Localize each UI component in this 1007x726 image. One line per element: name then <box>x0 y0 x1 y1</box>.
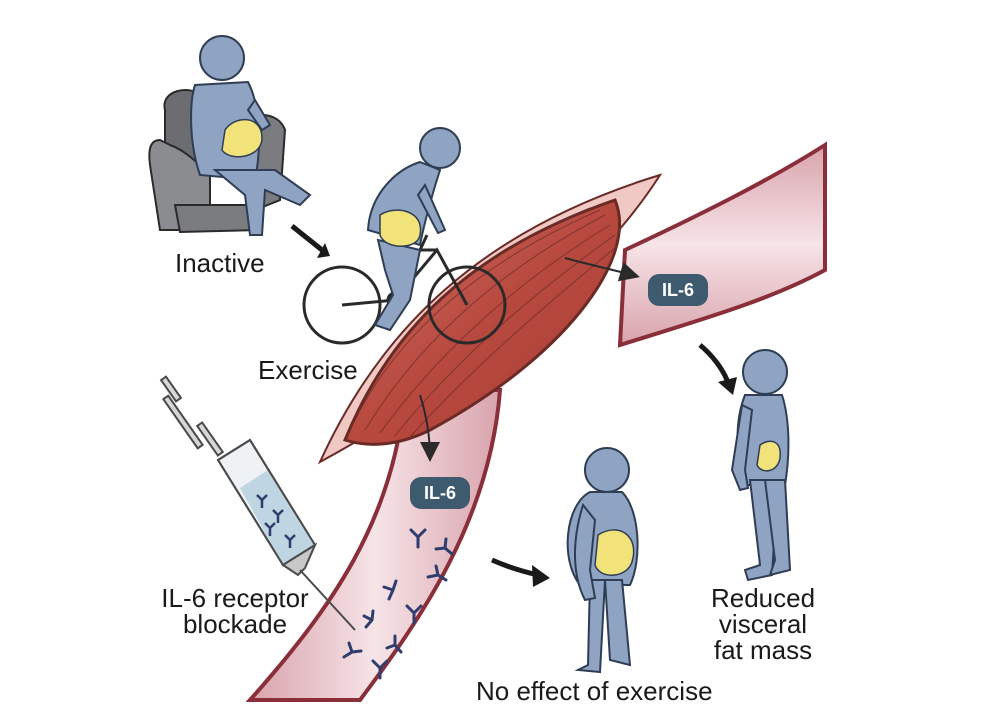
arrow-head-icon <box>718 377 737 395</box>
antibodies-in-vessel <box>342 528 454 680</box>
il6-badge-lower: IL-6 <box>410 477 470 509</box>
cyclist-figure <box>366 127 461 332</box>
arrow-to-no-effect <box>490 557 539 578</box>
blockade-line-2: blockade <box>182 609 288 639</box>
syringe-antibodies <box>256 494 296 548</box>
arrow-head-icon <box>532 565 550 587</box>
reduced-line-1: Reduced <box>710 583 816 613</box>
arrow-muscle-to-lower-vessel <box>419 394 440 462</box>
arrow-inactive-to-exercise <box>290 224 324 252</box>
obese-person-figure <box>566 447 639 674</box>
skeletal-muscle <box>317 173 663 465</box>
inactive-person-figure <box>190 35 312 236</box>
label-no-effect: No effect of exercise <box>476 676 713 706</box>
reduced-line-3: fat mass <box>713 635 813 665</box>
il6-badge-upper: IL-6 <box>648 274 708 306</box>
label-inactive: Inactive <box>175 248 265 278</box>
blood-vessel-lower <box>245 388 503 702</box>
label-blockade: IL-6 receptor blockade <box>150 585 320 637</box>
label-reduced-fat: Reduced visceral fat mass <box>698 585 828 663</box>
label-exercise: Exercise <box>258 355 358 385</box>
blood-vessel-upper <box>617 141 827 348</box>
lean-person-figure <box>730 349 792 582</box>
arrow-head-icon <box>317 243 330 258</box>
reduced-line-2: visceral <box>718 609 808 639</box>
arrow-muscle-to-upper-vessel <box>564 257 640 282</box>
blockade-line-1: IL-6 receptor <box>161 583 309 613</box>
arrow-to-reduced-fat <box>698 343 730 382</box>
